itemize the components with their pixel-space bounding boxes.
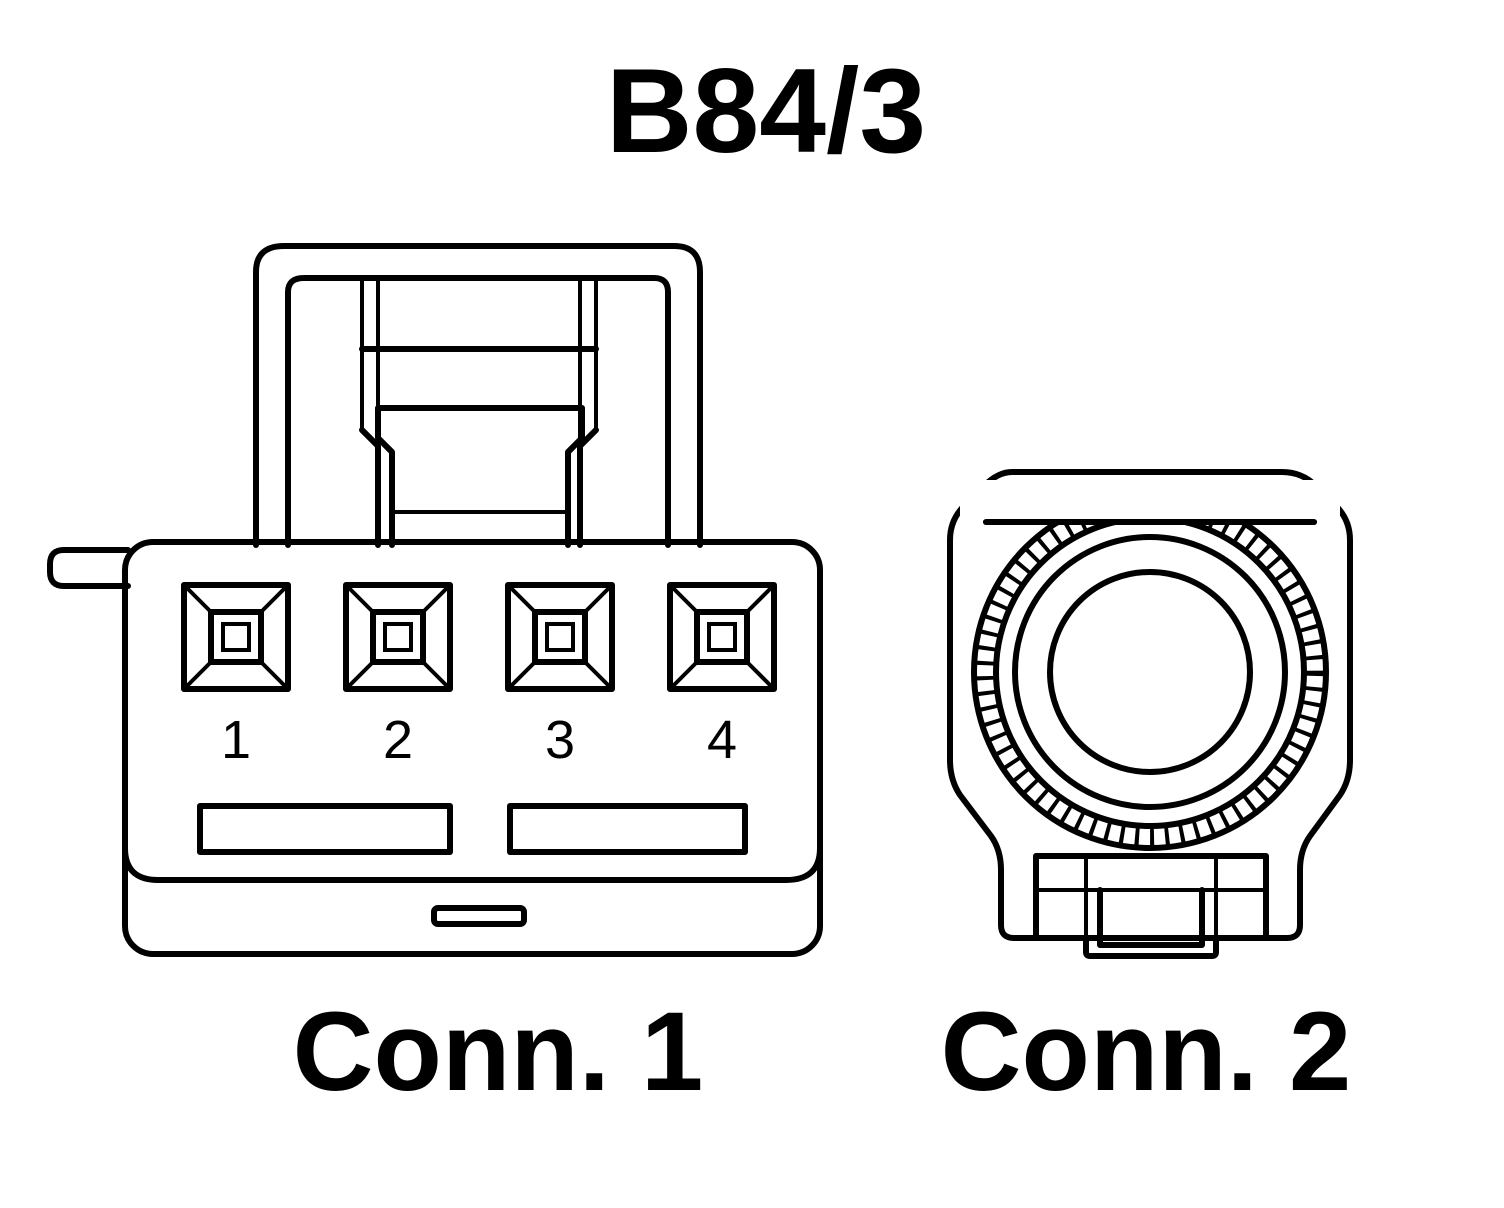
- connector-2-latch-block: [1033, 853, 1269, 941]
- connector-1-latch-inner-frame: [285, 275, 671, 548]
- pin-cavity-3: [505, 582, 615, 692]
- connector-1-housing: [122, 539, 823, 957]
- connector-2-latch-lines: [1036, 856, 1266, 945]
- pin-number-3: 3: [545, 710, 575, 770]
- connector-1-rib-right: [507, 803, 748, 855]
- connector-2-latch-tab: [1083, 887, 1219, 959]
- connector-1-latch-rails: [360, 278, 598, 440]
- connector-2-ridge-teeth: [974, 496, 1326, 848]
- connector-1-latch-frame: [253, 243, 703, 548]
- pin-number-4: 4: [707, 710, 737, 770]
- pin-cavity-4: [667, 582, 777, 692]
- connector-2-ridge-outer: [971, 493, 1329, 851]
- connector-1-latch-tab: [375, 405, 585, 548]
- pin-number-1: 1: [221, 710, 251, 770]
- pin-cavity-1: [181, 582, 291, 692]
- connector-1-drawing: 1 2 3 4: [47, 243, 823, 957]
- connector-1-label: Conn. 1: [293, 989, 704, 1114]
- connector-1-side-key: [47, 547, 131, 589]
- pin-cavity-2: [343, 582, 453, 692]
- connector-2-socket-inner: [1047, 569, 1253, 775]
- connector-2-label: Conn. 2: [941, 989, 1352, 1114]
- connector-1-rib-left: [197, 803, 453, 855]
- connector-2-ridge-mask: [960, 480, 1340, 520]
- pin-number-2: 2: [383, 710, 413, 770]
- diagram-title: B84/3: [606, 44, 926, 178]
- connector-1-latch-tongue: [359, 427, 599, 548]
- connector-2-ridge-inner: [993, 515, 1307, 829]
- connector-1-housing-step: [122, 845, 823, 883]
- connector-1-bottom-slot: [431, 905, 527, 927]
- connector-2-drawing: [947, 469, 1353, 959]
- connector-2-housing: [947, 469, 1353, 941]
- connector-2-socket-outer: [1012, 534, 1288, 810]
